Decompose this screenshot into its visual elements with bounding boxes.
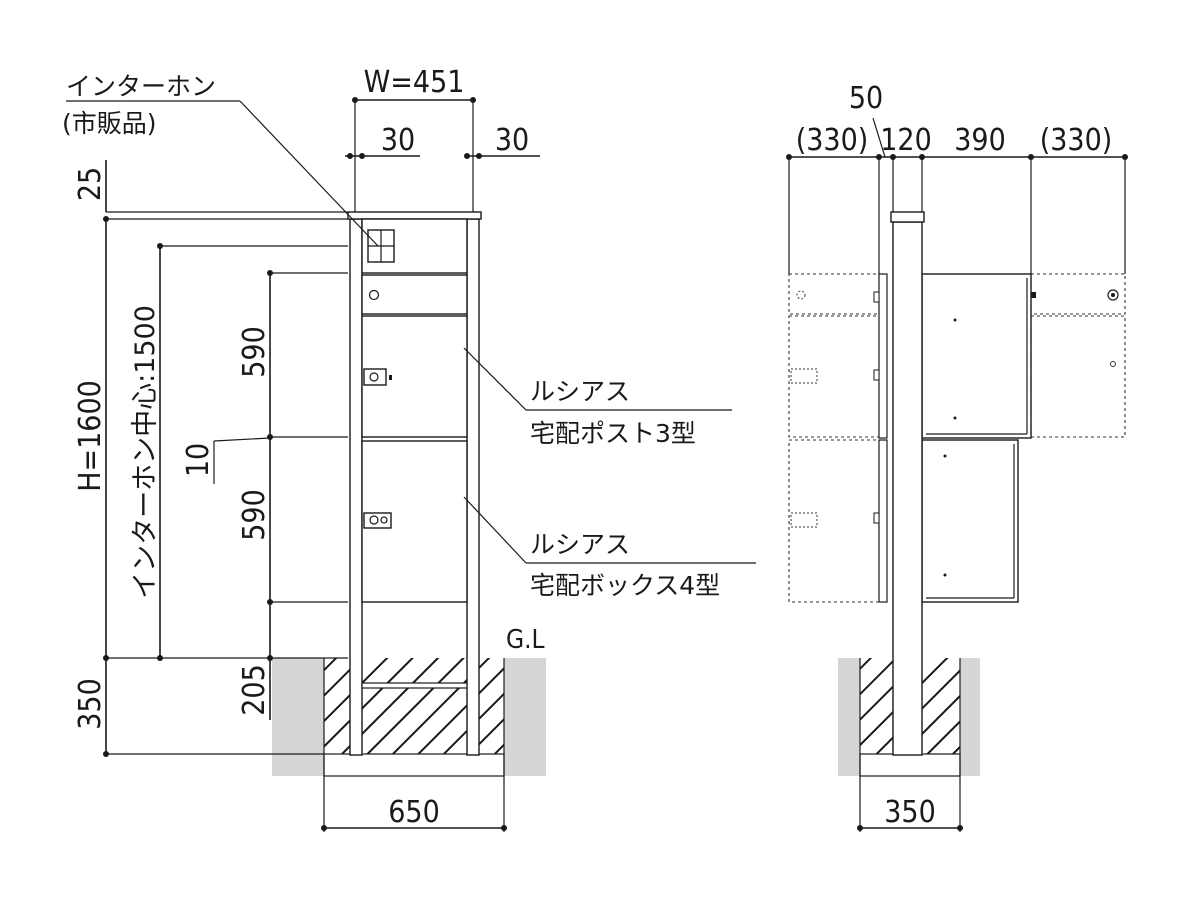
foundation-width-dim: 650 <box>388 795 440 830</box>
post-label: ルシアス <box>530 377 630 406</box>
side-post-body <box>921 273 1032 439</box>
side-post-width-dim: 120 <box>880 123 932 158</box>
intercom-sub-label: (市販品) <box>62 109 157 138</box>
intercom-unit <box>367 229 395 263</box>
ground-level-label: G.L <box>506 625 545 655</box>
side-left-dim: (330) <box>796 123 869 158</box>
side-right-dim: (330) <box>1040 123 1113 158</box>
front-underground-brace <box>361 682 468 689</box>
post-sub-label: 宅配ポスト3型 <box>530 419 696 448</box>
side-post <box>892 221 923 756</box>
front-box-door <box>361 440 468 603</box>
lower-unit-dim: 590 <box>237 489 272 541</box>
side-post-offset-dim: 50 <box>849 81 883 116</box>
intercom-label: インターホン <box>66 72 216 101</box>
side-post-cap <box>890 211 925 223</box>
side-unit-depth-dim: 390 <box>954 123 1006 158</box>
side-foundation-width-dim: 350 <box>884 795 936 830</box>
mail-lock-icon <box>368 289 380 301</box>
box-label: ルシアス <box>530 530 630 559</box>
width-dim: W=451 <box>364 65 465 100</box>
left-margin-dim: 30 <box>381 123 415 158</box>
front-top-cap <box>347 211 482 220</box>
front-mail-slot-panel <box>361 274 468 315</box>
height-dim: H=1600 <box>73 380 108 492</box>
side-box-body <box>921 439 1019 603</box>
front-foundation-base <box>323 753 505 777</box>
embed-depth-dim: 205 <box>237 664 272 716</box>
front-left-post <box>349 218 363 756</box>
intercom-center-dim: インターホン中心:1500 <box>130 305 161 599</box>
foundation-depth-dim: 350 <box>73 678 108 730</box>
side-view <box>786 117 1128 832</box>
box-sub-label: 宅配ボックス4型 <box>530 571 720 600</box>
post-lock-icon <box>363 368 392 386</box>
side-foundation-base <box>859 753 961 777</box>
upper-unit-dim: 590 <box>237 326 272 378</box>
gap-dim: 10 <box>181 443 216 477</box>
box-lock-icon <box>363 512 392 529</box>
top-cap-dim: 25 <box>73 167 108 201</box>
front-right-post <box>466 218 480 756</box>
front-view <box>66 97 756 832</box>
right-margin-dim: 30 <box>495 123 529 158</box>
